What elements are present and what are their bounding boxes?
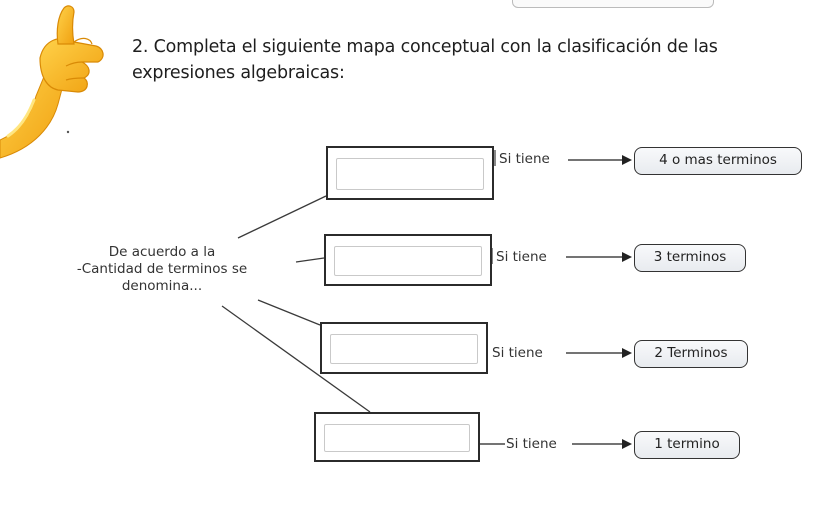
branch-line-3 — [257, 299, 321, 326]
connector-label-3: Si tiene — [492, 345, 543, 361]
answer-box-4[interactable] — [314, 412, 480, 462]
result-pill-3: 2 Terminos — [634, 340, 748, 368]
central-label: De acuerdo a la -Cantidad de terminos se… — [58, 244, 306, 295]
pointing-hand-icon — [0, 5, 104, 159]
central-label-line1: De acuerdo a la — [108, 244, 216, 260]
branch-line-1 — [237, 195, 327, 239]
branch-line-4 — [221, 305, 371, 413]
connector-label-4: Si tiene — [506, 436, 557, 452]
answer-box-3[interactable] — [320, 322, 488, 374]
question-text: 2. Completa el siguiente mapa conceptual… — [132, 37, 718, 83]
connector-label-2: Si tiene — [496, 249, 547, 265]
central-label-line2: -Cantidad de terminos se — [76, 261, 248, 277]
cropped-box-top — [512, 0, 714, 8]
result-pill-2: 3 terminos — [634, 244, 746, 272]
branch-line-2 — [295, 257, 325, 263]
answer-box-1[interactable] — [326, 146, 494, 200]
answer-box-2[interactable] — [324, 234, 492, 286]
connector-label-1: Si tiene — [499, 151, 550, 167]
result-pill-1: 4 o mas terminos — [634, 147, 802, 175]
result-pill-4: 1 termino — [634, 431, 740, 459]
central-label-line3: denomina... — [121, 278, 203, 294]
